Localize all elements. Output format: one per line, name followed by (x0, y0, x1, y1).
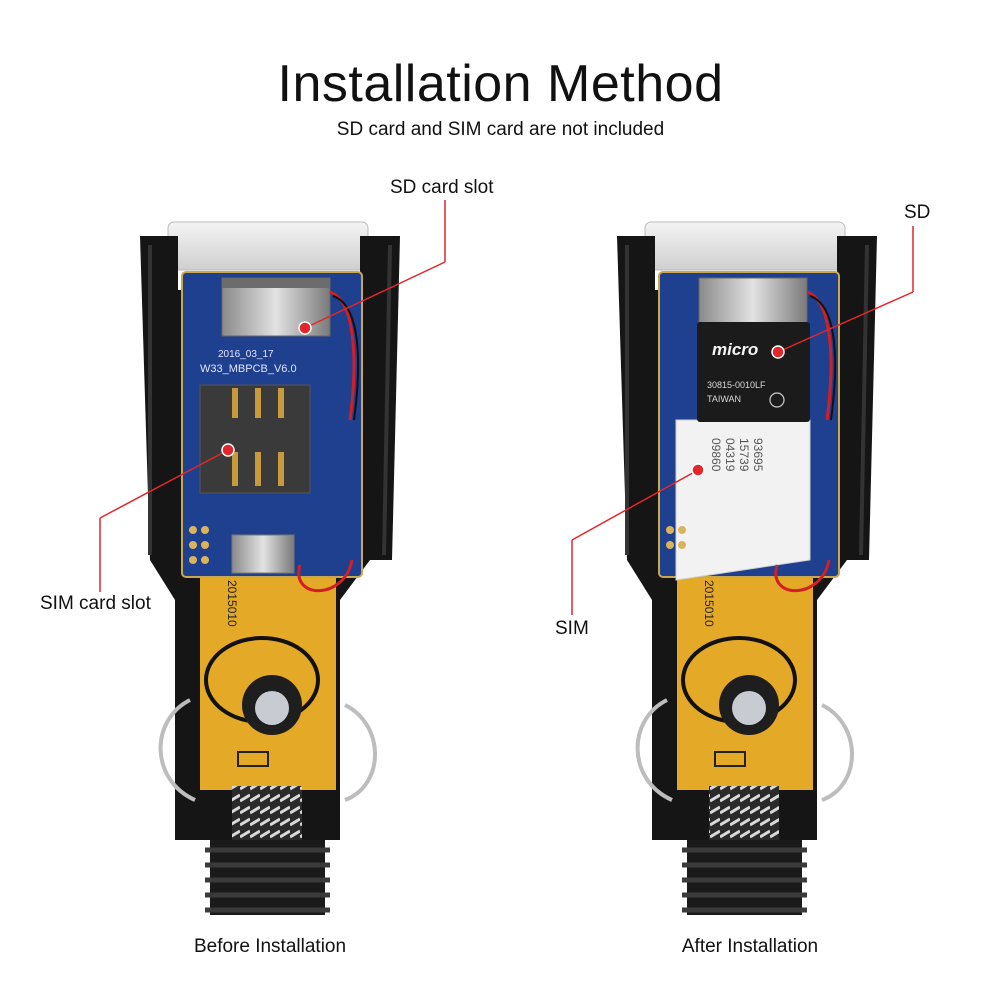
side-clip-right (344, 703, 377, 802)
left-device: 2015010 2016_03_17 W33_MBPCB_V6.0 (99, 200, 446, 915)
pcb-model: W33_MBPCB_V6.0 (200, 363, 297, 375)
sim-label: SIM (555, 618, 589, 639)
after-installation-caption: After Installation (681, 936, 819, 957)
microsd-text: 30815-0010LF (707, 380, 766, 390)
sim-slot-marker (221, 443, 235, 457)
microsd-text: TAIWAN (707, 394, 741, 404)
sim-card-slot-label: SIM card slot (40, 593, 151, 614)
board-print: 2015010 (702, 580, 716, 627)
side-clip-left (158, 698, 196, 802)
sd-slot-callout-line (304, 261, 446, 329)
page-subtitle: SD card and SIM card are not included (336, 119, 665, 140)
before-installation-caption: Before Installation (193, 936, 347, 957)
sd-marker (771, 345, 785, 359)
board-print: 2015010 (225, 580, 239, 627)
page-title: Installation Method (277, 55, 724, 113)
sd-slot-marker (298, 321, 312, 335)
sim-text-line: 93695 (751, 438, 765, 472)
microsd-card (697, 322, 810, 422)
sim-text-line: 09860 (709, 438, 723, 472)
sim-callout-line (571, 469, 699, 541)
side-clip-left (635, 698, 673, 802)
sim-text-line: 04319 (723, 438, 737, 472)
sim-slot-callout-line (99, 449, 229, 519)
side-clip-right (821, 703, 854, 802)
device-cap (644, 221, 846, 271)
sd-callout-line (777, 291, 914, 353)
sim-marker (691, 463, 705, 477)
pcb-date: 2016_03_17 (218, 349, 274, 360)
microsd-logo: micro (712, 340, 758, 359)
sd-card-slot-label: SD card slot (390, 177, 494, 198)
sim-text-line: 15739 (737, 438, 751, 472)
device-cap (167, 221, 369, 271)
sd-label: SD (904, 202, 931, 223)
right-device: 2015010 09860 04319 15739 93695 micro 30… (571, 221, 914, 915)
